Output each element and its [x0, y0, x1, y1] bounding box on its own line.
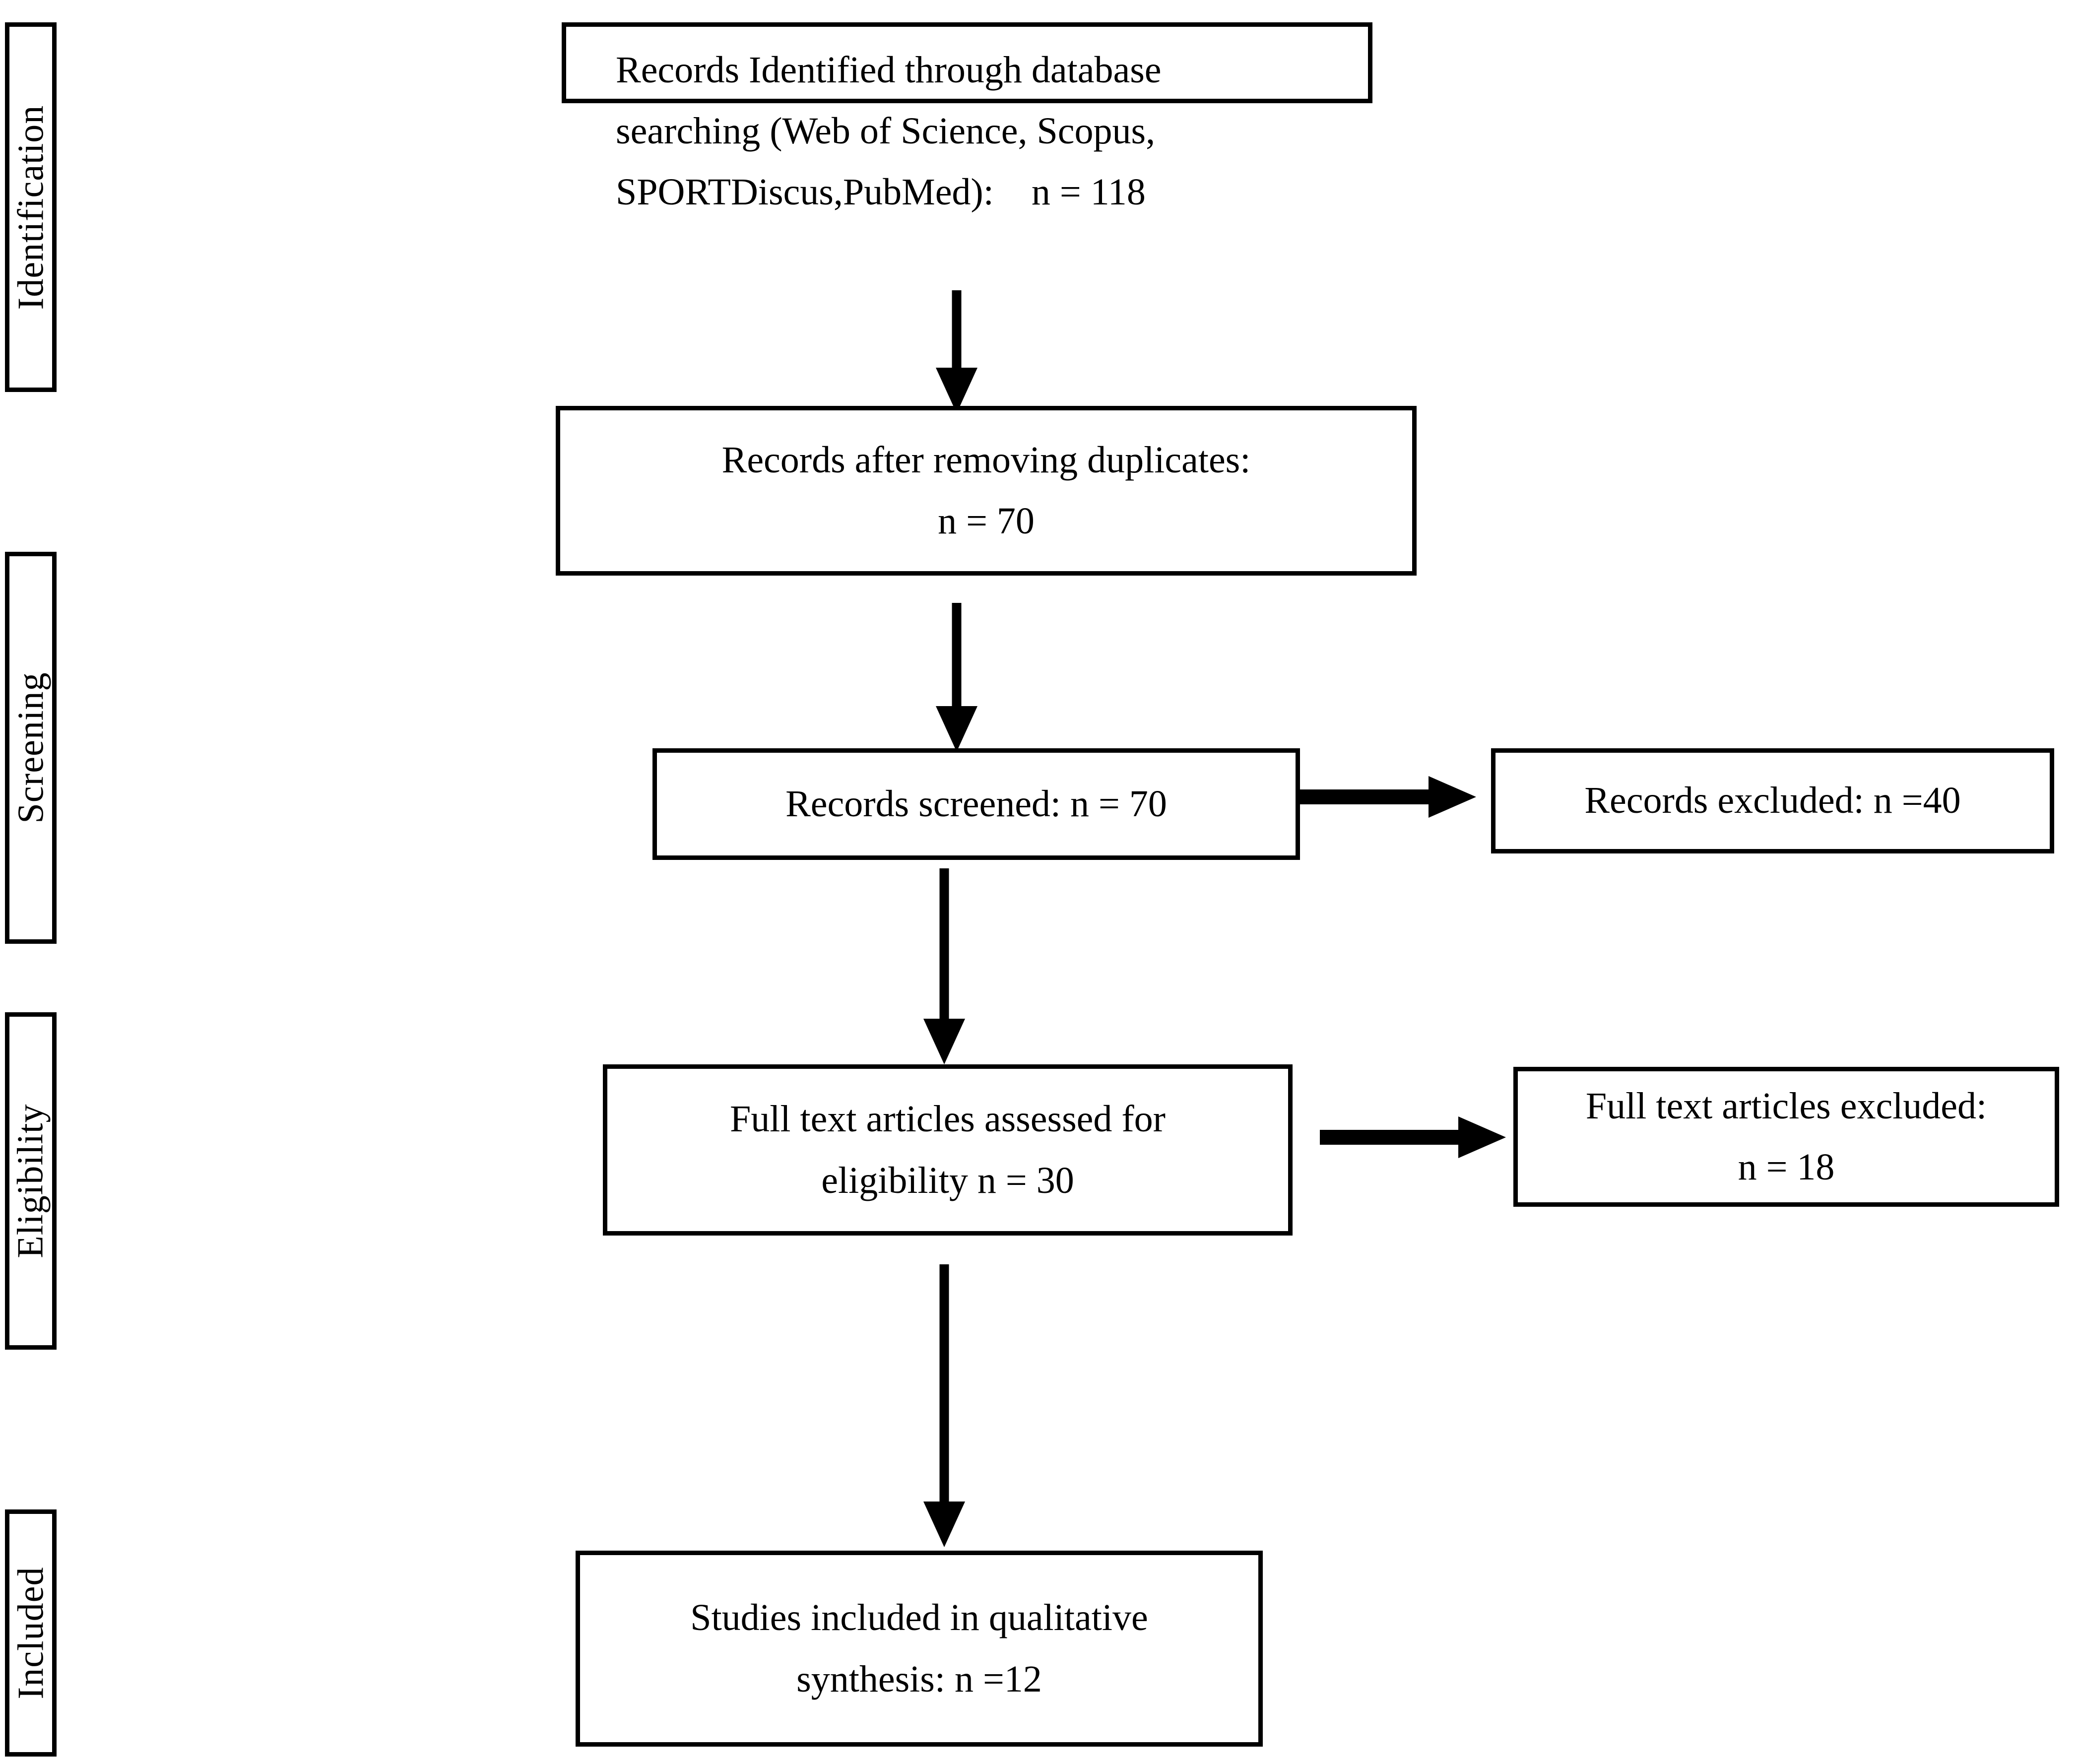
stage-box-screening: Screening	[5, 552, 57, 944]
node-fulltext-excluded-line-2: n = 18	[1738, 1146, 1835, 1188]
arrow-head	[1429, 776, 1476, 818]
node-records-screened: Records screened: n = 70	[652, 748, 1300, 860]
stage-label-identification: Identification	[10, 105, 51, 310]
arrow-shaft	[939, 868, 949, 1021]
arrow-shaft	[1300, 789, 1434, 804]
node-records-identified-line-2: searching (Web of Science, Scopus,	[616, 110, 1156, 152]
node-records-excluded: Records excluded: n =40	[1491, 748, 2054, 853]
arrow-head	[923, 1019, 965, 1064]
stage-label-screening: Screening	[10, 672, 51, 824]
node-records-after-duplicates-line-2: n = 70	[938, 500, 1035, 542]
node-studies-included-line-2: synthesis: n =12	[796, 1658, 1042, 1700]
stage-box-identification: Identification	[5, 22, 57, 392]
arrow-shaft	[952, 603, 962, 708]
arrow-head	[1458, 1116, 1506, 1158]
arrow-screened-to-excluded	[1300, 775, 1476, 819]
arrow-head	[936, 706, 977, 752]
arrow-shaft	[1320, 1130, 1464, 1145]
arrow-head	[936, 368, 977, 413]
node-records-after-duplicates-line-1: Records after removing duplicates:	[721, 439, 1251, 481]
node-fulltext-excluded-line-1: Full text articles excluded:	[1585, 1085, 1987, 1127]
stage-box-included: Included	[5, 1509, 57, 1757]
node-records-excluded-line-1: Records excluded: n =40	[1584, 780, 1961, 822]
node-records-screened-line-1: Records screened: n = 70	[785, 783, 1167, 825]
node-studies-included-line-1: Studies included in qualitative	[690, 1597, 1148, 1639]
stage-box-eligibility: Eligibility	[5, 1012, 57, 1350]
arrow-fulltext-to-excluded	[1320, 1115, 1506, 1159]
node-fulltext-assessed-line-1: Full text articles assessed for	[729, 1098, 1166, 1140]
arrow-identified-to-duplicates	[922, 290, 991, 413]
arrow-shaft	[939, 1264, 949, 1503]
node-fulltext-assessed: Full text articles assessed for eligibil…	[603, 1064, 1293, 1236]
stage-label-eligibility: Eligibility	[10, 1104, 51, 1258]
node-fulltext-assessed-line-2: eligibility n = 30	[821, 1159, 1074, 1201]
stage-label-included: Included	[10, 1567, 51, 1699]
node-fulltext-excluded: Full text articles excluded: n = 18	[1513, 1067, 2059, 1207]
node-records-identified: Records Identified through database sear…	[562, 22, 1372, 213]
node-studies-included: Studies included in qualitative synthesi…	[576, 1551, 1263, 1747]
node-records-after-duplicates: Records after removing duplicates: n = 7…	[556, 406, 1417, 576]
arrow-head	[923, 1502, 965, 1547]
arrow-screened-to-fulltext	[910, 868, 979, 1064]
arrow-duplicates-to-screened	[922, 603, 991, 752]
node-records-identified-line-3: SPORTDiscus,PubMed): n = 118	[616, 171, 1146, 213]
arrow-fulltext-to-included	[910, 1264, 979, 1547]
node-records-identified-line-1: Records Identified through database	[616, 49, 1162, 91]
arrow-shaft	[952, 290, 962, 370]
